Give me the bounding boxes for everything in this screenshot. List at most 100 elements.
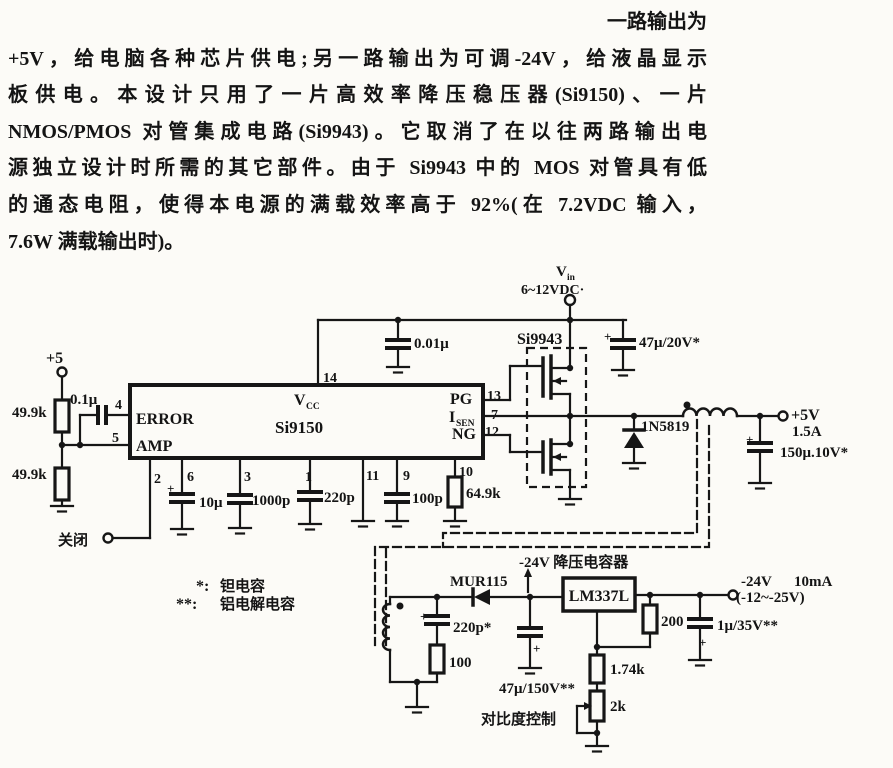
label-c-err: 0.1μ — [70, 392, 98, 408]
winding-polarity-dot — [683, 401, 691, 409]
plus5-output-terminal — [777, 410, 789, 422]
diode-symbol — [624, 432, 644, 448]
legend-mark-1: *: — [196, 578, 209, 595]
label-shutdown: 关闭 — [58, 531, 88, 549]
label-c-out5: 150μ.10V* — [780, 445, 848, 461]
label-vin: V — [556, 264, 567, 280]
label-pin-error: ERROR — [136, 411, 194, 428]
resistor-64k9 — [446, 475, 464, 509]
label-r-bottom: 49.9k — [12, 467, 47, 483]
label-r-sec: 100 — [449, 655, 472, 671]
body-arrow — [553, 453, 561, 461]
polarity-plus: + — [604, 329, 611, 344]
mosfet-high-side — [541, 354, 574, 418]
label-r-p10: 64.9k — [466, 486, 501, 502]
label-pg: PG — [450, 391, 473, 408]
mur115-diode: MUR115 -24V 降压电容器 — [450, 553, 629, 607]
label-contrast: 对比度控制 — [481, 710, 556, 728]
adjust-network: 200 1.74k 2k 对比度控制 — [481, 593, 684, 753]
winding-polarity-dot — [396, 602, 404, 610]
label-outneg-range: (-12~-25V) — [736, 590, 805, 606]
label-isen: I — [449, 409, 455, 426]
input-cap-47u: + 47μ/20V* — [604, 318, 700, 377]
label-isen-sub: SEN — [456, 419, 475, 429]
label-ng: NG — [452, 426, 477, 443]
diode-symbol — [474, 589, 490, 605]
label-pot: 2k — [610, 699, 627, 715]
resistor-100 — [428, 643, 446, 675]
label-d-5v: 1N5819 — [641, 419, 689, 435]
polarity-plus: + — [746, 432, 753, 447]
wiper-arrow — [584, 702, 592, 710]
leader-arrow — [524, 568, 532, 577]
pin-label-10: 10 — [459, 465, 473, 480]
divider-network: +5 49.9k 49.9k — [12, 350, 132, 513]
catch-diode-1n5819: 1N5819 — [621, 414, 689, 470]
ic-si9943-outline — [525, 346, 588, 489]
paragraph-line: 7.6W 满载输出时)。 — [8, 230, 185, 253]
paragraph-line: 源独立设计时所需的其它部件。由于 Si9943 中的 MOS 对管具有低 — [8, 157, 707, 180]
plus5-sense-terminal — [56, 366, 68, 378]
label-out5-i: 1.5A — [792, 424, 822, 440]
ground-symbol — [442, 519, 468, 528]
ground-symbol — [687, 658, 713, 667]
label-r-adj: 1.74k — [610, 662, 645, 678]
label-c-p9: 100p — [412, 491, 443, 507]
label-outneg-v: -24V — [741, 574, 772, 590]
legend-text-2: 铝电解电容 — [220, 595, 295, 613]
polarity-plus: + — [699, 635, 706, 650]
ic-si9150: ERROR AMP Si9150 V CC PG I SEN NG 14 13 … — [128, 371, 501, 460]
vcc-rail: 0.01μ — [316, 316, 628, 387]
label-plus5-sense: +5 — [46, 350, 63, 367]
ground-symbol — [169, 527, 195, 536]
neg24-output-terminal — [727, 589, 739, 601]
pin-label-12: 12 — [485, 425, 499, 440]
ground-symbol — [227, 526, 253, 535]
label-vin-sub: in — [567, 273, 576, 283]
ic-si9150-outline — [128, 383, 485, 460]
pin-label-14: 14 — [323, 371, 337, 386]
label-c-neg-in: 47μ/150V** — [499, 681, 575, 697]
pin-label-9: 9 — [403, 469, 410, 484]
secondary-winding-network: + 220p* 100 — [381, 593, 491, 714]
ground-symbol — [621, 461, 647, 470]
paragraph-line: NMOS/PMOS 对管集成电路(Si9943)。它取消了在以往两路输出电 — [8, 120, 707, 143]
intro-paragraph: 一路输出为 +5V，给电脑各种芯片供电;另一路输出为可调-24V，给液晶显示 板… — [8, 4, 707, 260]
mosfet-low-side — [541, 414, 574, 499]
legend-mark-2: **: — [176, 596, 197, 613]
label-ic-pair: Si9943 — [517, 331, 562, 348]
label-vin-range: 6~12VDC· — [521, 283, 584, 298]
pin-label-11: 11 — [366, 469, 379, 484]
vin-terminal: V in 6~12VDC· — [521, 264, 584, 370]
paragraph-line: 的通态电阻，使得本电源的满载效率高于 92%(在 7.2VDC 输入， — [8, 193, 707, 216]
ground-symbol — [404, 705, 430, 714]
paragraph-line: +5V，给电脑各种芯片供电;另一路输出为可调-24V，给液晶显示 — [8, 47, 707, 70]
pin-label-2: 2 — [154, 472, 161, 487]
shutdown-terminal — [102, 532, 114, 544]
label-out5-v: +5V — [791, 407, 820, 424]
label-c-neg-out: 1μ/35V** — [717, 618, 778, 634]
lm337-outline — [561, 576, 637, 613]
output-5v: +5V 1.5A + 150μ.10V* — [746, 407, 848, 490]
resistor-200 — [641, 603, 659, 635]
label-vcc-sub: CC — [306, 402, 320, 412]
ic-bottom-network: 2 + 6 10μ 3 1000p 1 220p 11 — [154, 456, 501, 536]
body-arrow — [553, 377, 561, 385]
neg-rail-filter: + 47μ/150V** — [499, 595, 575, 697]
ground-symbol — [557, 497, 583, 506]
ground-symbol — [49, 504, 75, 513]
label-c-p3: 1000p — [252, 493, 290, 509]
pin-label-5: 5 — [112, 431, 119, 446]
resistor-1k74 — [588, 653, 606, 685]
shutdown-input: 关闭 — [58, 456, 152, 549]
ground-symbol — [385, 365, 411, 374]
label-vcc: V — [294, 392, 306, 409]
pin-label-13: 13 — [487, 389, 501, 404]
label-c-p6: 10μ — [199, 495, 223, 511]
polarity-plus: + — [167, 481, 174, 496]
output-neg24: + 1μ/35V** -24V 10mA (-12~-25V) — [687, 574, 832, 667]
pin-label-6: 6 — [187, 470, 194, 485]
polarity-plus: + — [533, 641, 540, 656]
